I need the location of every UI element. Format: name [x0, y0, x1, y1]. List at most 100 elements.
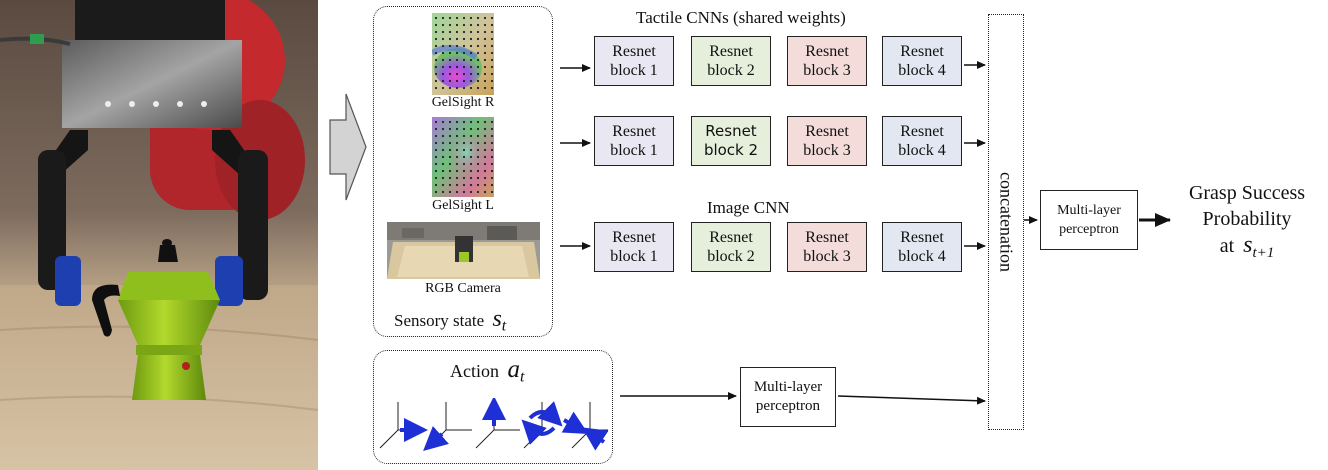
- rotate-z-icon: [521, 401, 563, 449]
- gel-marker-dot: [434, 37, 438, 41]
- gel-marker-dot: [476, 176, 480, 180]
- gel-marker-dot: [469, 65, 473, 69]
- gel-marker-dot: [462, 190, 466, 194]
- gel-marker-dot: [483, 37, 487, 41]
- tactile-r-resnet-block-4: Resnet block 4: [882, 36, 962, 86]
- gel-marker-dot: [483, 44, 487, 48]
- gel-marker-dot: [469, 16, 473, 20]
- gel-marker-dot: [441, 127, 445, 131]
- gel-marker-dot: [483, 65, 487, 69]
- gel-marker-dot: [434, 169, 438, 173]
- gel-marker-dot: [434, 72, 438, 76]
- gel-marker-dot: [483, 23, 487, 27]
- gel-marker-dot: [462, 58, 466, 62]
- gel-marker-dot: [434, 44, 438, 48]
- gel-marker-dot: [476, 148, 480, 152]
- gel-marker-dot: [490, 134, 494, 138]
- gel-marker-dot: [448, 51, 452, 55]
- gel-marker-dot: [476, 16, 480, 20]
- gel-marker-dot: [455, 169, 459, 173]
- rgb-camera-image: [387, 222, 540, 279]
- output-line-1: Grasp Success: [1188, 182, 1306, 204]
- gel-marker-dot: [455, 120, 459, 124]
- tactile-r-resnet-block-3: Resnet block 3: [787, 36, 867, 86]
- output-line-2: Probability: [1202, 208, 1292, 230]
- image-resnet-block-1: Resnet block 1: [594, 222, 674, 272]
- gel-marker-dot: [490, 162, 494, 166]
- gel-marker-dot: [483, 120, 487, 124]
- gel-marker-dot: [462, 162, 466, 166]
- gel-marker-dot: [469, 127, 473, 131]
- gel-marker-dot: [462, 148, 466, 152]
- gel-marker-dot: [462, 169, 466, 173]
- gel-marker-dot: [469, 190, 473, 194]
- image-resnet-block-3: Resnet block 3: [787, 222, 867, 272]
- gel-marker-dot: [483, 190, 487, 194]
- gel-marker-dot: [469, 23, 473, 27]
- gel-marker-dot: [441, 190, 445, 194]
- gel-marker-dot: [434, 176, 438, 180]
- output-subscript: t+1: [1252, 245, 1275, 261]
- gelsight-l-caption: GelSight L: [432, 198, 494, 213]
- gel-marker-dot: [462, 79, 466, 83]
- action-subscript: t: [520, 368, 525, 386]
- gel-marker-dot: [476, 86, 480, 90]
- gel-marker-dot: [441, 65, 445, 69]
- gel-marker-dot: [490, 65, 494, 69]
- gel-marker-dot: [462, 86, 466, 90]
- gel-marker-dot: [483, 72, 487, 76]
- gel-marker-dot: [434, 141, 438, 145]
- gel-marker-dot: [455, 162, 459, 166]
- gel-marker-dot: [476, 190, 480, 194]
- gel-marker-dot: [483, 16, 487, 20]
- gel-marker-dot: [462, 183, 466, 187]
- gel-marker-dot: [490, 155, 494, 159]
- gel-marker-dot: [455, 141, 459, 145]
- gel-marker-dot: [490, 44, 494, 48]
- gel-marker-dot: [441, 162, 445, 166]
- state-subscript: t: [501, 317, 507, 335]
- gel-marker-dot: [455, 37, 459, 41]
- tactile-l-resnet-block-4: Resnet block 4: [882, 116, 962, 166]
- gel-marker-dot: [448, 120, 452, 124]
- gel-marker-dot: [448, 30, 452, 34]
- gel-marker-dot: [476, 141, 480, 145]
- gel-marker-dot: [448, 44, 452, 48]
- gel-marker-dot: [441, 120, 445, 124]
- gel-marker-dot: [483, 30, 487, 34]
- gel-marker-dot: [448, 65, 452, 69]
- gel-marker-dot: [441, 44, 445, 48]
- gel-marker-dot: [483, 51, 487, 55]
- gel-marker-dot: [476, 79, 480, 83]
- gel-marker-dot: [469, 148, 473, 152]
- image-cnn-title: Image CNN: [707, 198, 790, 217]
- gel-marker-dot: [469, 176, 473, 180]
- gel-marker-dot: [455, 183, 459, 187]
- translate-y-icon: [423, 402, 472, 452]
- arrow-mlp-concat: [837, 395, 986, 405]
- gel-marker-dot: [462, 141, 466, 145]
- gel-marker-dot: [462, 155, 466, 159]
- gel-marker-dot: [441, 16, 445, 20]
- gel-marker-dot: [469, 134, 473, 138]
- gel-marker-dot: [490, 58, 494, 62]
- gel-marker-dot: [455, 134, 459, 138]
- gel-marker-dot: [490, 183, 494, 187]
- gel-marker-dot: [448, 16, 452, 20]
- action-text: Action: [450, 361, 499, 381]
- gel-marker-dot: [434, 190, 438, 194]
- gel-marker-dot: [448, 148, 452, 152]
- concatenation-box: [988, 14, 1024, 430]
- gel-marker-dot: [483, 155, 487, 159]
- rgb-camera-caption: RGB Camera: [425, 281, 501, 296]
- gel-marker-dot: [448, 23, 452, 27]
- gel-marker-dot: [476, 37, 480, 41]
- gel-marker-dot: [490, 190, 494, 194]
- gel-marker-dot: [469, 141, 473, 145]
- gel-marker-dot: [455, 16, 459, 20]
- output-label: Grasp Success Probability at st+1: [1168, 180, 1326, 266]
- gel-marker-dot: [441, 86, 445, 90]
- gel-marker-dot: [434, 51, 438, 55]
- gelsight-r-caption: GelSight R: [431, 95, 495, 110]
- gel-marker-dot: [455, 86, 459, 90]
